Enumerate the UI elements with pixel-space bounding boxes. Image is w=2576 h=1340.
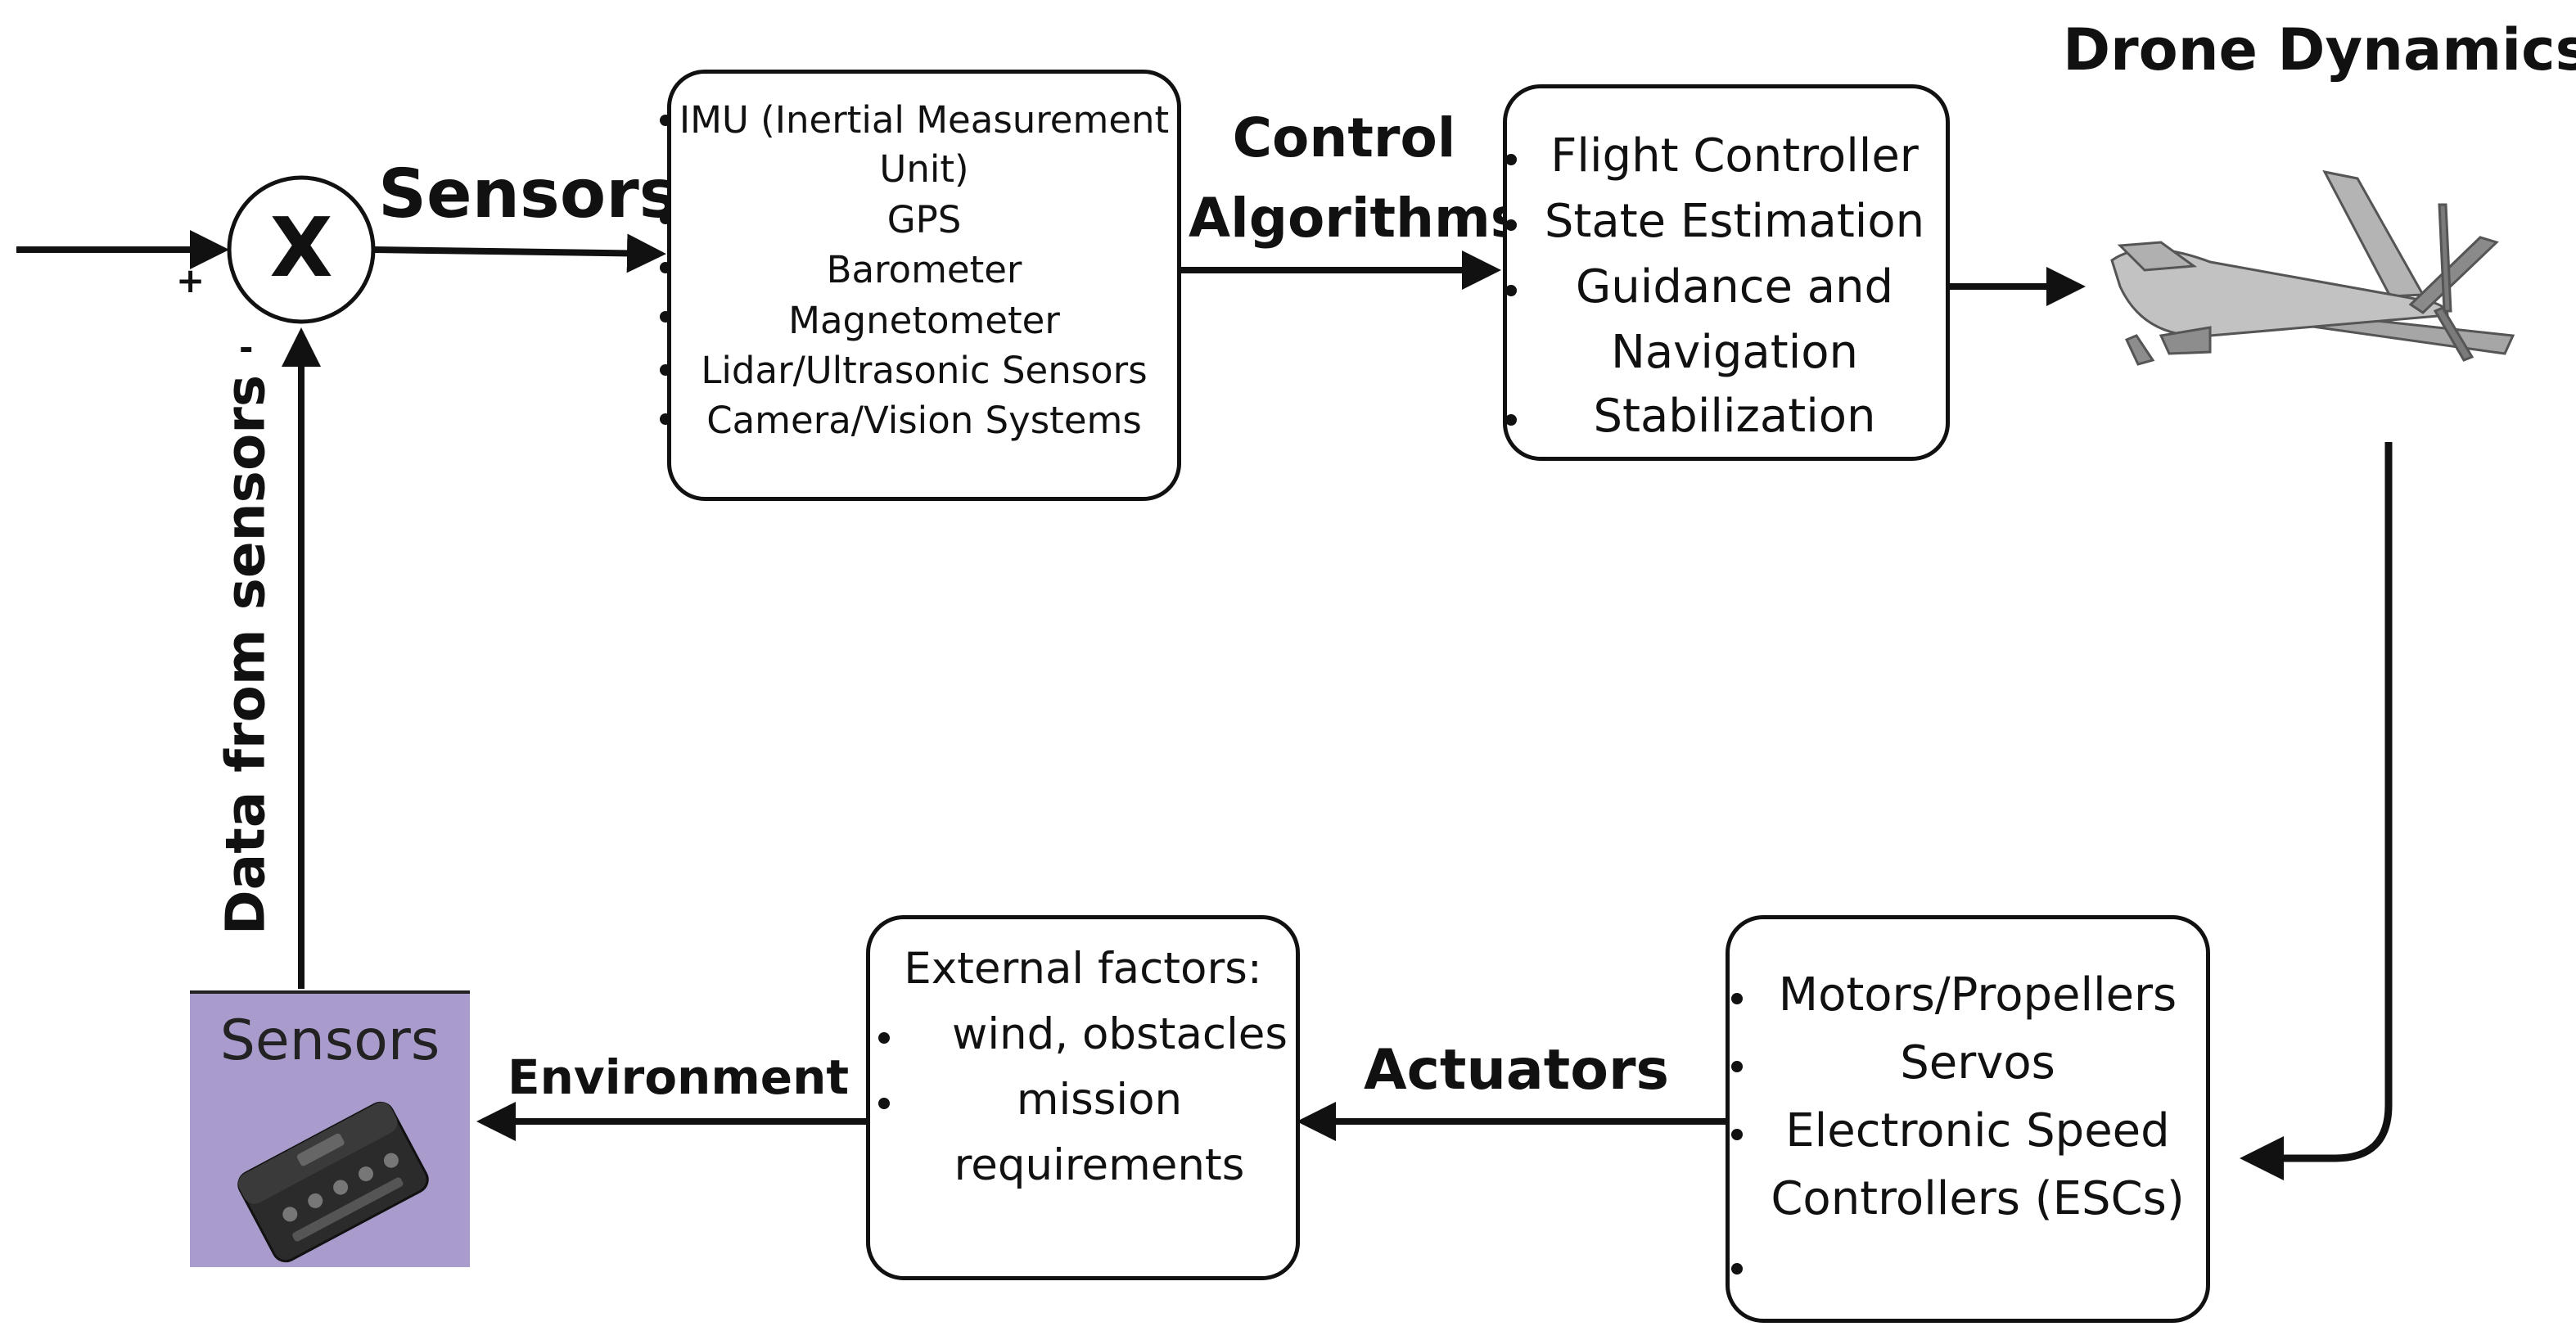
- sensor-line-gps: GPS: [886, 198, 962, 241]
- sensor-device-icon: [237, 1101, 429, 1263]
- sensors-edge-label: Sensors: [378, 156, 679, 233]
- control-functions-box: Flight Controller State Estimation Guida…: [1503, 84, 1950, 461]
- control-line-state-estimation: State Estimation: [1544, 195, 1925, 248]
- sensor-list-box: IMU (Inertial Measurement Unit) GPS Baro…: [660, 70, 1181, 501]
- control-line-navigation: Navigation: [1610, 326, 1859, 379]
- bullet: [1505, 219, 1517, 231]
- sensor-line-unit: Unit): [879, 147, 969, 191]
- bullet: [660, 115, 671, 126]
- control-algorithms-line-1: Control: [1232, 106, 1456, 169]
- sensor-line-magnetometer: Magnetometer: [788, 299, 1060, 342]
- data-from-sensors-label: Data from sensors: [214, 374, 277, 936]
- bullet: [660, 213, 671, 224]
- bullet: [660, 364, 671, 376]
- actuator-line-esc-1: Electronic Speed: [1785, 1104, 2170, 1157]
- external-line-mission: mission: [1016, 1075, 1183, 1125]
- external-line-wind: wind, obstacles: [951, 1009, 1288, 1059]
- sensors-arrow: [374, 233, 666, 273]
- bullet: [1505, 285, 1517, 296]
- control-line-guidance: Guidance and: [1575, 260, 1894, 314]
- bullet: [1731, 1129, 1743, 1140]
- actuator-list-box: Motors/Propellers Servos Electronic Spee…: [1726, 915, 2210, 1323]
- control-line-stabilization: Stabilization: [1593, 390, 1876, 443]
- actuator-line-esc-2: Controllers (ESCs): [1771, 1172, 2185, 1225]
- bullet: [1505, 154, 1517, 165]
- environment-edge-label: Environment: [508, 1049, 850, 1105]
- sensor-module-panel: Sensors: [190, 990, 470, 1267]
- bullet: [660, 311, 671, 323]
- sensor-line-lidar: Lidar/Ultrasonic Sensors: [701, 349, 1148, 392]
- drone-icon: [2110, 169, 2515, 366]
- bullet: [660, 262, 671, 273]
- external-factors-box: External factors: wind, obstacles missio…: [866, 915, 1300, 1280]
- control-algorithms-line-2: Algorithms: [1189, 187, 1523, 250]
- external-factors-heading: External factors:: [904, 944, 1262, 994]
- bullet: [878, 1032, 890, 1044]
- bullet: [660, 413, 671, 425]
- bullet: [1731, 1263, 1743, 1275]
- bullet: [1505, 414, 1517, 426]
- diagram-title: Drone Dynamics: [2063, 16, 2576, 83]
- control-line-flight-controller: Flight Controller: [1550, 129, 1919, 183]
- sensor-module-label: Sensors: [219, 1008, 440, 1073]
- junction-minus-sign: -: [239, 327, 254, 368]
- external-line-requirements: requirements: [954, 1140, 1245, 1190]
- bullet: [878, 1098, 890, 1109]
- actuator-line-servos: Servos: [1900, 1036, 2055, 1090]
- bullet: [1731, 1061, 1743, 1072]
- control-algorithms-label: Control Algorithms: [1189, 98, 1523, 259]
- actuator-line-motors: Motors/Propellers: [1778, 968, 2177, 1022]
- bullet: [1731, 993, 1743, 1004]
- sensor-line-camera: Camera/Vision Systems: [706, 399, 1142, 442]
- junction-plus-sign: +: [176, 260, 205, 300]
- sensor-line-imu: IMU (Inertial Measurement: [679, 98, 1170, 142]
- junction-symbol: X: [269, 200, 333, 296]
- summing-junction: [227, 175, 376, 324]
- drone-to-actuators-arrow: [2240, 442, 2393, 1180]
- sensor-line-barometer: Barometer: [826, 248, 1022, 291]
- actuators-edge-label: Actuators: [1364, 1038, 1669, 1103]
